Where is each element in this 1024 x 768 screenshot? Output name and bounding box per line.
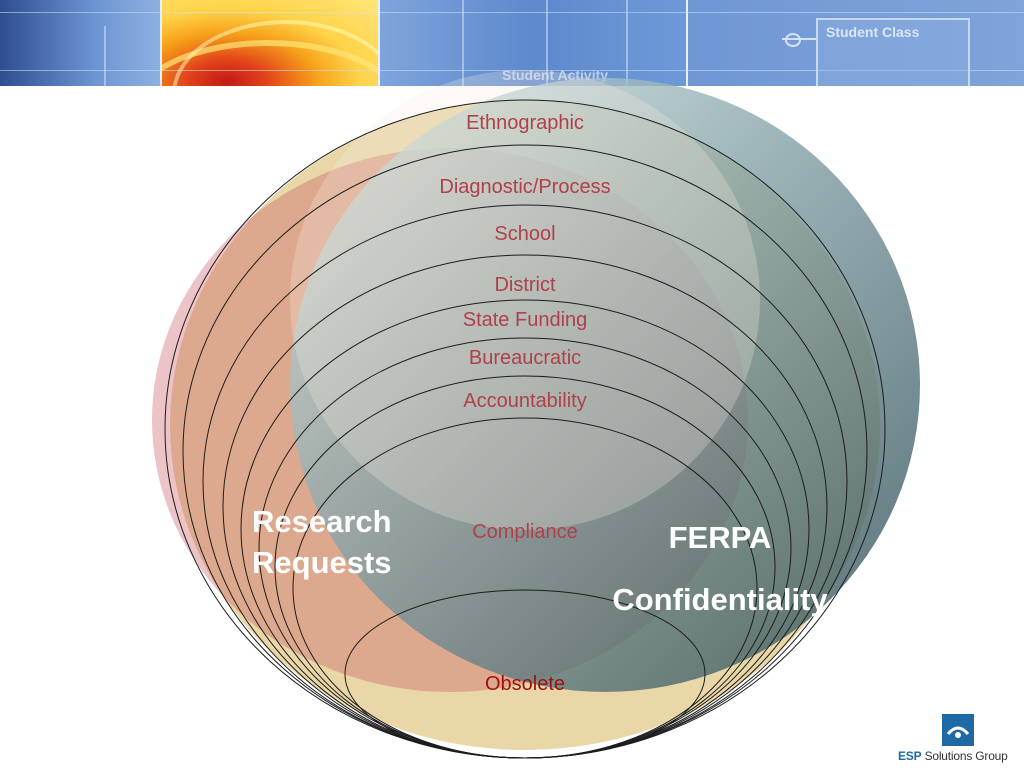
ring-label-diagnostic: Diagnostic/Process: [439, 176, 610, 198]
ring-label-obsolete: Obsolete: [485, 673, 565, 695]
banner-divider: [160, 0, 162, 86]
banner-divider: [378, 0, 380, 86]
banner-gridline: [0, 70, 1024, 71]
banner-divider: [686, 0, 688, 86]
esp-logo-mark: [942, 714, 974, 746]
logo-suffix: Solutions Group: [924, 749, 1008, 763]
banner-panel-diagram: [380, 0, 686, 86]
confidentiality-label: Confidentiality: [612, 582, 828, 617]
banner-gridline: [626, 0, 628, 86]
esp-logo-text: ESP Solutions Group: [898, 749, 1008, 763]
banner-gridline: [462, 0, 464, 86]
ring-outlines: [164, 99, 886, 759]
banner-panel-flame: [162, 0, 378, 86]
ferpa-label: FERPA: [669, 520, 772, 555]
ring-label-school: School: [494, 223, 555, 245]
ring-label-accountability: Accountability: [463, 390, 586, 412]
research-label-line2: Requests: [252, 545, 392, 580]
ring-labels: Ethnographic Diagnostic/Process School D…: [439, 112, 610, 695]
header-banner: Student Class Student Activity: [0, 0, 1024, 86]
overlay-labels: Research Requests FERPA Confidentiality: [252, 504, 828, 617]
banner-gridline: [546, 0, 548, 86]
ring-label-state-funding: State Funding: [463, 309, 588, 331]
logo-arc-icon: [946, 726, 970, 738]
research-label-line1: Research: [252, 504, 392, 539]
ring-label-district: District: [494, 274, 556, 296]
ring-label-bureaucratic: Bureaucratic: [469, 347, 581, 369]
banner-gridline: [0, 12, 1024, 13]
banner-class-label: Student Class: [826, 24, 920, 40]
banner-connector-node: [785, 33, 801, 47]
logo-brand: ESP: [898, 749, 922, 763]
ring-label-compliance: Compliance: [472, 521, 578, 543]
banner-panel-blue: [0, 0, 160, 86]
ring-label-ethnographic: Ethnographic: [466, 112, 584, 134]
ring-obsolete-outline: [344, 589, 706, 759]
banner-gridline: [104, 26, 106, 86]
banner-class-box: [816, 18, 970, 86]
